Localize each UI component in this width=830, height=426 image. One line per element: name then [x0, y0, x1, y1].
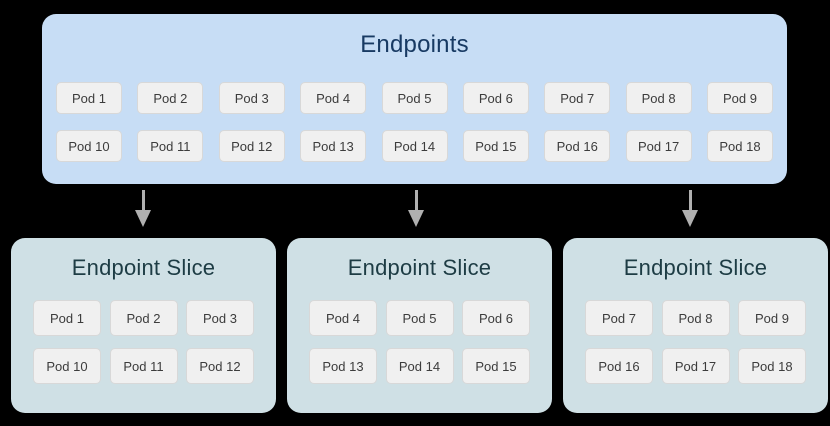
slice-pod-row-2: Pod 10 Pod 11 Pod 12: [33, 348, 254, 384]
pod-box: Pod 3: [186, 300, 254, 336]
endpoint-slice-panel-2: Endpoint Slice Pod 4 Pod 5 Pod 6 Pod 13 …: [287, 238, 552, 413]
endpoints-panel: Endpoints Pod 1 Pod 2 Pod 3 Pod 4 Pod 5 …: [42, 14, 787, 184]
pod-box: Pod 12: [218, 130, 285, 162]
endpoint-slice-title: Endpoint Slice: [347, 255, 492, 280]
pod-box: Pod 13: [300, 130, 367, 162]
arrow-head: [135, 210, 151, 227]
slice-pod-row-2: Pod 16 Pod 17 Pod 18: [585, 348, 806, 384]
pod-box: Pod 7: [544, 82, 611, 114]
pod-box: Pod 5: [385, 300, 454, 336]
pod-box: Pod 4: [309, 300, 377, 336]
pod-box: Pod 17: [625, 130, 692, 162]
slice-pod-row-2: Pod 13 Pod 14 Pod 15: [309, 348, 530, 384]
pod-box: Pod 1: [56, 82, 122, 114]
endpoints-pod-row-1: Pod 1 Pod 2 Pod 3 Pod 4 Pod 5 Pod 6 Pod …: [56, 82, 773, 114]
pod-box: Pod 6: [462, 82, 529, 114]
pod-box: Pod 2: [109, 300, 178, 336]
pod-box: Pod 5: [381, 82, 448, 114]
pod-box: Pod 13: [309, 348, 377, 384]
endpoint-slice-panel-3: Endpoint Slice Pod 7 Pod 8 Pod 9 Pod 16 …: [563, 238, 828, 413]
endpoints-pod-row-2: Pod 10 Pod 11 Pod 12 Pod 13 Pod 14 Pod 1…: [56, 130, 773, 162]
arrow-shaft: [142, 190, 145, 212]
arrow-shaft: [415, 190, 418, 212]
pod-box: Pod 3: [218, 82, 285, 114]
pod-box: Pod 15: [462, 348, 530, 384]
pod-box: Pod 7: [585, 300, 653, 336]
pod-box: Pod 16: [585, 348, 653, 384]
slice-pod-row-1: Pod 4 Pod 5 Pod 6: [309, 300, 530, 336]
down-arrow-icon: [132, 190, 154, 227]
pod-box: Pod 9: [707, 82, 773, 114]
down-arrow-icon: [679, 190, 701, 227]
arrow-head: [408, 210, 424, 227]
slice-pod-row-1: Pod 7 Pod 8 Pod 9: [585, 300, 806, 336]
pod-box: Pod 15: [462, 130, 529, 162]
pod-box: Pod 11: [137, 130, 204, 162]
pod-box: Pod 2: [137, 82, 204, 114]
endpoints-title: Endpoints: [360, 31, 469, 58]
pod-box: Pod 17: [661, 348, 730, 384]
pod-box: Pod 18: [707, 130, 773, 162]
pod-box: Pod 8: [661, 300, 730, 336]
pod-box: Pod 8: [625, 82, 692, 114]
pod-box: Pod 4: [300, 82, 367, 114]
arrow-shaft: [689, 190, 692, 212]
pod-box: Pod 16: [544, 130, 611, 162]
endpoint-slice-panel-1: Endpoint Slice Pod 1 Pod 2 Pod 3 Pod 10 …: [11, 238, 276, 413]
pod-box: Pod 10: [33, 348, 101, 384]
pod-box: Pod 14: [385, 348, 454, 384]
down-arrow-icon: [405, 190, 427, 227]
pod-box: Pod 10: [56, 130, 122, 162]
pod-box: Pod 14: [381, 130, 448, 162]
pod-box: Pod 6: [462, 300, 530, 336]
slice-pod-row-1: Pod 1 Pod 2 Pod 3: [33, 300, 254, 336]
pod-box: Pod 1: [33, 300, 101, 336]
endpoint-slice-title: Endpoint Slice: [71, 255, 216, 280]
arrow-head: [682, 210, 698, 227]
pod-box: Pod 11: [109, 348, 178, 384]
pod-box: Pod 18: [738, 348, 806, 384]
pod-box: Pod 12: [186, 348, 254, 384]
pod-box: Pod 9: [738, 300, 806, 336]
endpoint-slice-title: Endpoint Slice: [623, 255, 768, 280]
